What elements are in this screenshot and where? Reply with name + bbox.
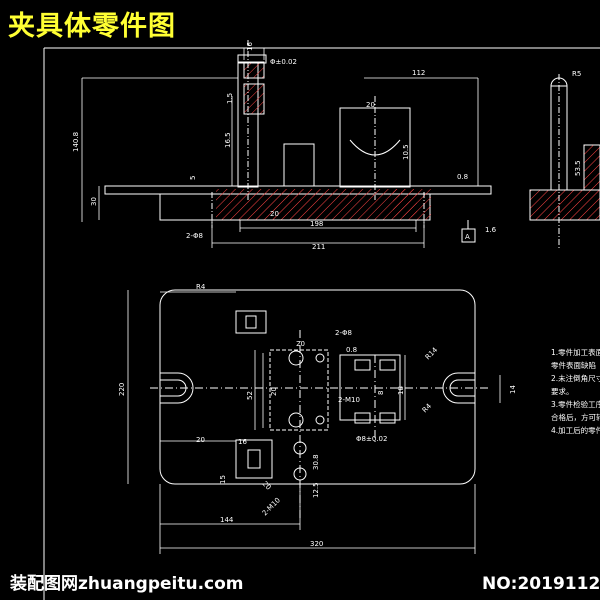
dim-length-144: 144 [220, 516, 234, 524]
dim-vblock-offset: 112 [412, 69, 425, 77]
dim-block-52: 52 [246, 391, 254, 400]
technical-notes: 1.零件加工表面 零件表面缺陷 2.未注倒角尺寸 要求。 3.零件检验工序 合格… [551, 346, 600, 437]
top-small-block [235, 310, 267, 334]
dim-top-r4: R4 [196, 283, 206, 291]
top-view [127, 289, 501, 554]
note-line: 1.零件加工表面 [551, 348, 600, 357]
dim-bottom-threads: 2-M10 [261, 496, 282, 517]
dim-bottom-16: 16 [238, 438, 247, 446]
dim-pin-width: 16 [246, 42, 254, 51]
dim-bottom-20: 20 [261, 480, 273, 492]
top-center-block [269, 349, 329, 431]
dim-top-width: 220 [118, 383, 126, 396]
drawing-border [43, 47, 600, 600]
dim-roughness-front: 0.8 [457, 173, 468, 181]
dim-total-height: 140.8 [72, 132, 80, 152]
dim-top-holes: 2-Φ8 [335, 329, 352, 337]
dim-base-step: 20 [270, 210, 279, 218]
watermark-site: 装配图网zhuangpeitu.com [10, 574, 244, 594]
front-base-plate [104, 185, 492, 221]
top-bottom-block [235, 439, 307, 481]
note-line: 零件表面缺陷 [551, 361, 596, 370]
dim-holes-front: 2-Φ8 [186, 232, 203, 240]
dim-bottom-15: 15 [219, 475, 227, 484]
dim-threads-top: 2-M10 [338, 396, 360, 404]
front-view [81, 40, 492, 248]
note-line: 要求。 [551, 387, 574, 396]
dim-vblock-8: 8 [377, 391, 385, 395]
dim-base-thickness: 30 [90, 197, 98, 206]
dim-slot-14: 14 [509, 385, 517, 394]
dim-length-320: 320 [310, 540, 323, 548]
dim-pin-height: 16.5 [224, 132, 232, 148]
top-base-plate [159, 289, 476, 485]
dim-vblock-18: 18 [397, 386, 405, 395]
dim-length-198: 198 [310, 220, 323, 228]
drawing-title: 夹具体零件图 [8, 11, 176, 42]
dim-side-radius: R5 [572, 70, 581, 78]
dim-bottom-30: 30.8 [312, 454, 320, 470]
dim-bottom-12: 12.5 [312, 482, 320, 498]
dim-slot-r14: R14 [424, 346, 440, 362]
front-block [283, 143, 315, 187]
dimension-texts: Φ±0.02 16 1.5 16.5 5 112 20 140.8 10.5 3… [72, 42, 582, 548]
dim-block-inner-20: 20 [270, 387, 278, 396]
dim-roughness-top: 0.8 [346, 346, 357, 354]
dim-vblock-width: 20 [366, 101, 375, 109]
drawing-number: NO:2019112 [482, 574, 600, 594]
dim-block-20: 20 [296, 340, 305, 348]
dim-pin-small: 1.5 [226, 93, 234, 104]
dim-phi-tolerance: Φ±0.02 [270, 58, 297, 66]
top-center-lines [150, 330, 490, 520]
dim-roughness-a: 1.6 [485, 226, 497, 234]
dim-side-height: 53.5 [574, 160, 582, 176]
datum-a-box [461, 220, 476, 243]
note-line: 2.未注倒角尺寸 [551, 374, 600, 383]
dim-length-211: 211 [312, 243, 325, 251]
dim-vblock-bore: Φ8±0.02 [356, 435, 387, 443]
note-line: 3.零件检验工序 [551, 400, 600, 409]
side-view [529, 74, 600, 250]
note-line: 合格后，方可转 [551, 413, 600, 422]
top-v-block [339, 354, 401, 424]
front-dimension-lines [81, 48, 479, 248]
dim-small-five: 5 [189, 176, 197, 180]
front-left-pin [237, 40, 267, 200]
dim-slot-r4: R4 [421, 402, 434, 415]
dim-vblock-height: 10.5 [402, 144, 410, 160]
dim-datum-label: A [465, 233, 470, 241]
top-dimension-lines [127, 290, 501, 554]
dim-plate-20: 20 [196, 436, 205, 444]
front-v-block [339, 96, 411, 200]
note-line: 4.加工后的零件 [551, 426, 600, 435]
